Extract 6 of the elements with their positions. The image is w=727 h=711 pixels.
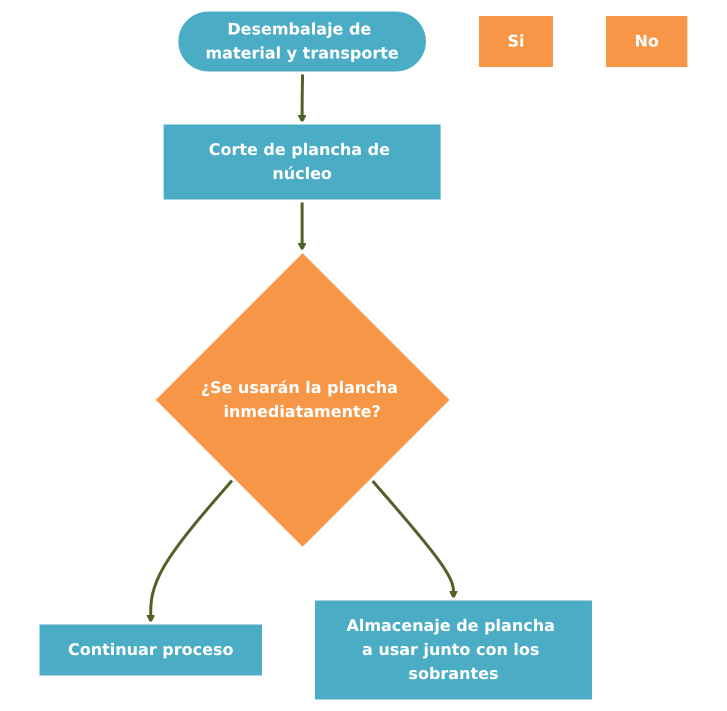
node-box: Corte de plancha de núcleo <box>160 122 444 202</box>
arrow <box>370 478 458 600</box>
arrow <box>146 478 234 624</box>
arrow <box>298 73 307 124</box>
arrow <box>298 201 307 252</box>
node-box: No <box>603 13 690 70</box>
